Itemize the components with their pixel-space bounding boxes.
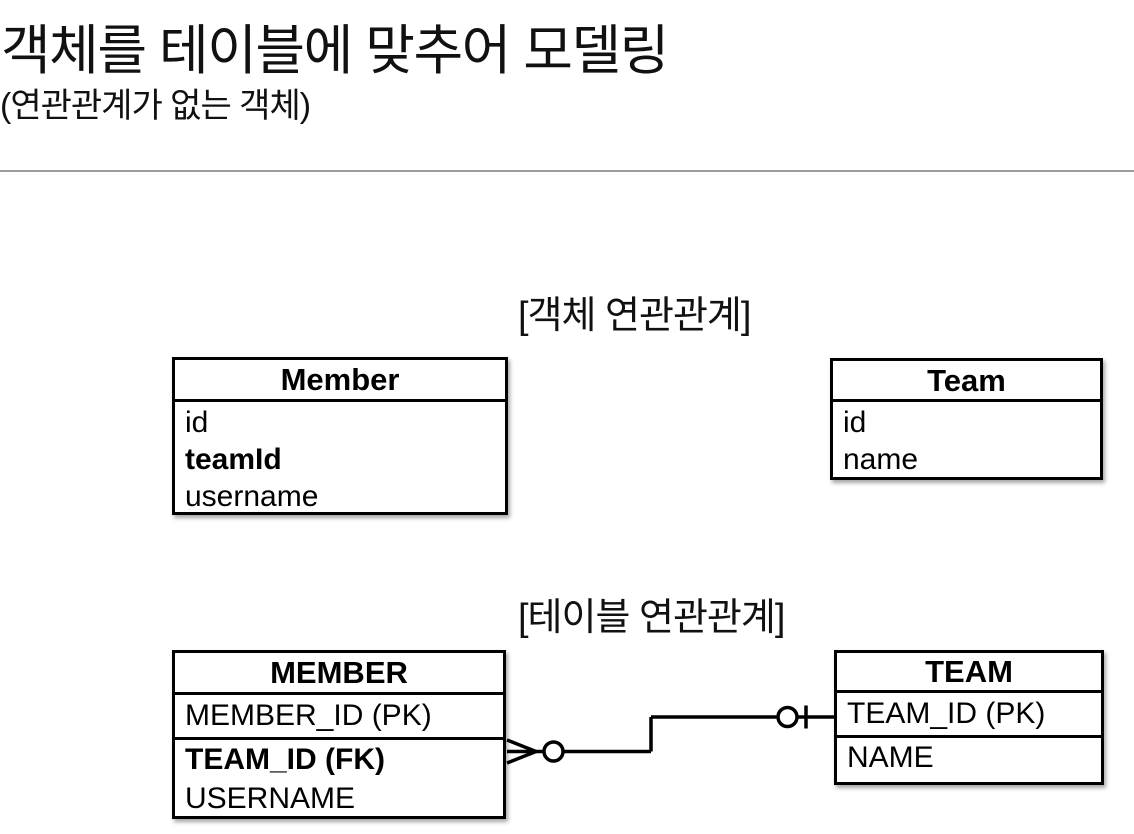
member-field-teamid: teamId: [185, 443, 282, 476]
member-table-title: MEMBER: [175, 653, 503, 695]
optional-circle-member-icon: [542, 740, 565, 763]
member-table-fk-row: TEAM_ID (FK): [185, 743, 385, 776]
member-field-id: id: [185, 406, 209, 439]
member-class-box: Member id teamId username: [172, 357, 508, 515]
team-table-box: TEAM TEAM_ID (PK) NAME: [834, 650, 1104, 785]
team-table-title: TEAM: [837, 653, 1101, 693]
member-table-pk-row: MEMBER_ID (PK): [175, 695, 503, 740]
team-class-box: Team id name: [830, 358, 1103, 480]
team-field-name: name: [843, 443, 919, 476]
member-table-username-row: USERNAME: [185, 782, 356, 815]
slide-title: 객체를 테이블에 맞추어 모델링: [1, 21, 669, 81]
member-field-username: username: [185, 480, 319, 513]
team-table-name-row: NAME: [847, 741, 934, 774]
title-divider: [0, 170, 1134, 172]
member-class-fields: id teamId username: [175, 402, 505, 515]
optional-circle-team-icon: [776, 705, 799, 729]
table-relation-section-label: [테이블 연관관계]: [518, 597, 785, 639]
member-class-title: Member: [175, 360, 505, 402]
team-class-fields: id name: [833, 402, 1100, 478]
crow-foot-many-icon: [506, 738, 537, 765]
slide-subtitle: (연관관계가 없는 객체): [0, 87, 311, 125]
team-table-pk-row: TEAM_ID (PK): [837, 693, 1101, 738]
member-table-fields: TEAM_ID (FK) USERNAME: [175, 740, 503, 818]
team-field-id: id: [843, 406, 867, 439]
member-table-box: MEMBER MEMBER_ID (PK) TEAM_ID (FK) USERN…: [172, 650, 506, 819]
team-class-title: Team: [833, 361, 1100, 402]
team-table-fields: NAME: [837, 738, 1101, 778]
object-relation-section-label: [객체 연관관계]: [518, 295, 751, 337]
